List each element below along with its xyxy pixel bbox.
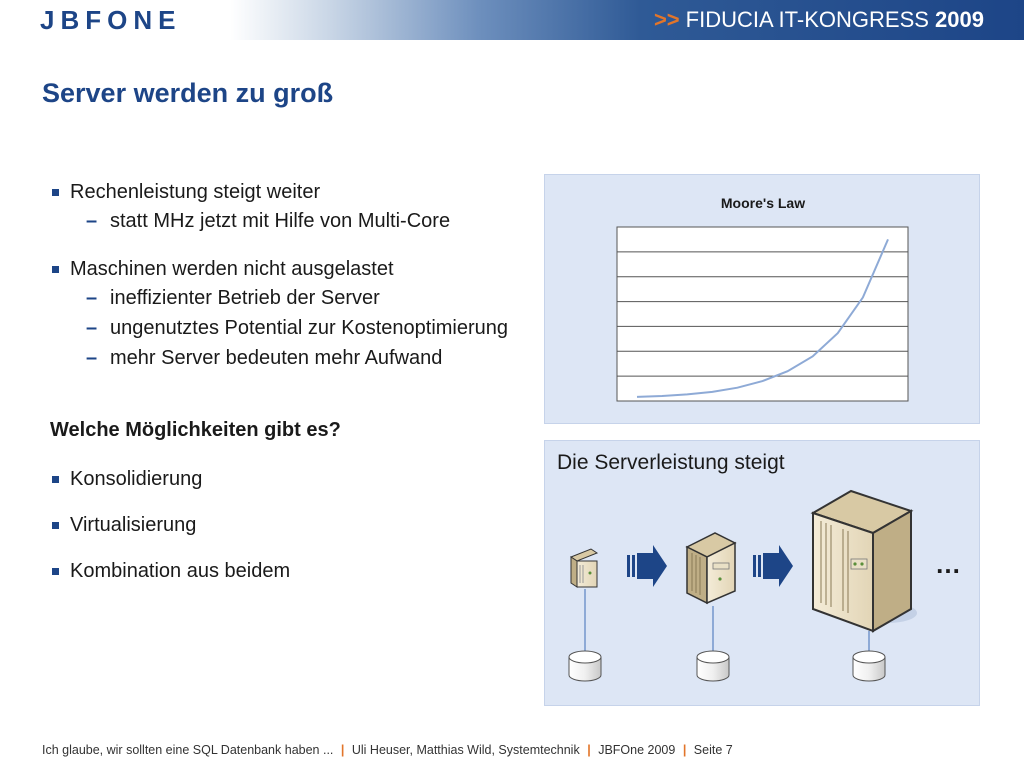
footer-authors: Uli Heuser, Matthias Wild, Systemtechnik [351,743,580,757]
bullet-maschinen: Maschinen werden nicht ausgelastet [50,257,520,282]
option-konsolidierung: Konsolidierung [50,467,520,492]
moores-law-chart [616,226,909,402]
sub-bullet-potential: – ungenutztes Potential zur Kostenoptimi… [50,316,520,341]
header-banner: JBFONE >>FIDUCIA IT-KONGRESS 2009 [0,0,1024,40]
dash-marker: – [86,317,98,339]
bullet-rechenleistung: Rechenleistung steigt weiter [50,180,520,205]
server-diagram [568,489,917,682]
question-heading: Welche Möglichkeiten gibt es? [50,419,341,441]
ellipsis-indicator: … [935,549,963,579]
option-kombination: Kombination aus beidem [50,559,520,584]
chart-title: Moore's Law [720,195,806,211]
database-icon [696,650,730,682]
sub-bullet-aufwand: – mehr Server bedeuten mehr Aufwand [50,346,520,371]
sub-bullet-text: ineffizienter Betrieb der Server [110,287,380,309]
footer-page: Seite 7 [693,743,733,757]
arrow-right-icon [627,545,667,587]
database-icon [852,650,886,682]
footer: Ich glaube, wir sollten eine SQL Datenba… [42,743,733,757]
diagram-caption: Die Serverleistung steigt [557,451,785,474]
dash-marker: – [86,287,98,309]
moores-law-panel: Moore's Law [544,174,980,424]
sub-bullet-text: mehr Server bedeuten mehr Aufwand [110,347,443,369]
event-title: >>FIDUCIA IT-KONGRESS 2009 [654,6,984,34]
option-virtualisierung: Virtualisierung [50,513,520,538]
event-arrows: >> [653,7,680,32]
dash-marker: – [86,210,98,232]
sub-bullet-ineffizient: – ineffizienter Betrieb der Server [50,286,520,311]
database-icon [568,650,602,682]
medium-server-icon [685,532,737,605]
moores-law-curve [636,239,889,398]
sub-bullet-multicore: – statt MHz jetzt mit Hilfe von Multi-Co… [50,209,520,234]
slide-title: Server werden zu groß [42,78,334,108]
footer-event: JBFOne 2009 [598,743,676,757]
event-name: FIDUCIA IT-KONGRESS [685,7,929,32]
server-scaling-panel: Die Serverleistung steigt [544,440,980,706]
jbfone-logo: JBFONE [40,5,182,35]
arrow-right-icon [753,545,793,587]
footer-talk-title: Ich glaube, wir sollten eine SQL Datenba… [42,743,334,757]
sub-bullet-text: statt MHz jetzt mit Hilfe von Multi-Core [110,210,451,232]
bullet-content: Rechenleistung steigt weiter – statt MHz… [50,180,520,588]
footer-separator: | [340,743,345,757]
event-year: 2009 [935,7,984,32]
large-server-icon [810,489,917,633]
footer-separator: | [682,743,687,757]
footer-separator: | [587,743,591,757]
dash-marker: – [86,347,98,369]
plot-area [616,226,909,402]
small-server-icon [569,548,599,588]
sub-bullet-text: ungenutztes Potential zur Kostenoptimier… [110,317,509,339]
